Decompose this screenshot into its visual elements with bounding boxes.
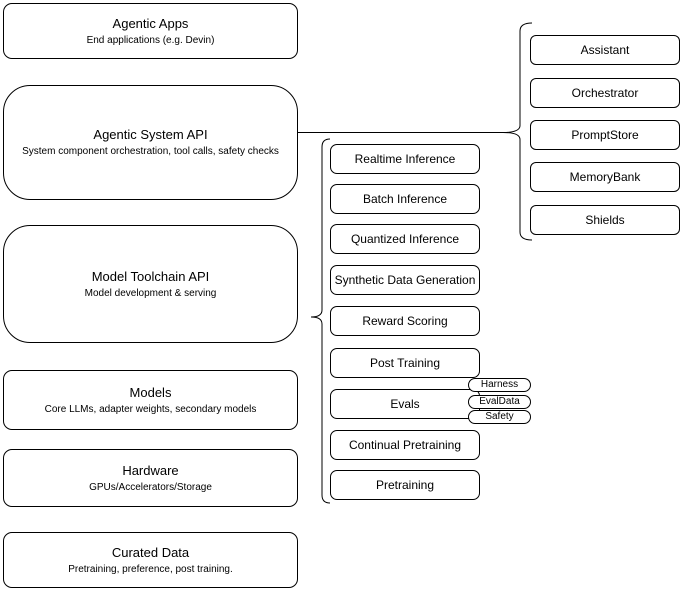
pill-evaldata: EvalData	[468, 395, 531, 409]
node-reward-scoring: Reward Scoring	[330, 306, 480, 336]
node-label: MemoryBank	[569, 170, 641, 184]
node-title: Model Toolchain API	[91, 268, 210, 284]
node-promptstore: PromptStore	[530, 120, 680, 150]
node-subtitle: Model development & serving	[84, 287, 217, 299]
node-subtitle: Core LLMs, adapter weights, secondary mo…	[44, 403, 257, 415]
node-quantized-inference: Quantized Inference	[330, 224, 480, 254]
node-title: Curated Data	[111, 544, 190, 560]
node-label: Shields	[585, 213, 625, 227]
node-label: PromptStore	[571, 128, 639, 142]
node-label: Quantized Inference	[350, 232, 460, 246]
node-shields: Shields	[530, 205, 680, 235]
node-label: Realtime Inference	[354, 152, 456, 166]
node-subtitle: System component orchestration, tool cal…	[22, 146, 279, 157]
pill-label: EvalData	[479, 396, 520, 407]
node-subtitle: Pretraining, preference, post training.	[68, 563, 233, 575]
node-continual-pretraining: Continual Pretraining	[330, 430, 480, 460]
node-hardware: Hardware GPUs/Accelerators/Storage	[3, 449, 298, 507]
node-label: Synthetic Data Generation	[334, 273, 476, 287]
node-title: Agentic System API	[93, 127, 208, 142]
pill-label: Safety	[485, 411, 514, 422]
node-model-toolchain-api: Model Toolchain API Model development & …	[3, 225, 298, 343]
node-curated-data: Curated Data Pretraining, preference, po…	[3, 532, 298, 588]
pill-harness: Harness	[468, 378, 531, 392]
node-agentic-apps: Agentic Apps End applications (e.g. Devi…	[3, 3, 298, 59]
node-realtime-inference: Realtime Inference	[330, 144, 480, 174]
node-title: Models	[129, 384, 172, 400]
node-subtitle: GPUs/Accelerators/Storage	[89, 481, 212, 493]
pill-safety: Safety	[468, 410, 531, 424]
node-orchestrator: Orchestrator	[530, 78, 680, 108]
node-label: Assistant	[580, 43, 630, 57]
node-post-training: Post Training	[330, 348, 480, 378]
node-label: Continual Pretraining	[348, 438, 462, 452]
node-pretraining: Pretraining	[330, 470, 480, 500]
node-memorybank: MemoryBank	[530, 162, 680, 192]
node-evals: Evals	[330, 389, 480, 419]
node-title: Hardware	[122, 462, 179, 478]
node-label: Batch Inference	[362, 192, 448, 206]
pill-label: Harness	[480, 379, 519, 390]
node-title: Agentic Apps	[112, 15, 189, 31]
node-label: Reward Scoring	[362, 314, 448, 328]
brace-toolchain-services	[310, 138, 331, 504]
brace-system-components	[502, 22, 533, 241]
node-models: Models Core LLMs, adapter weights, secon…	[3, 370, 298, 430]
node-label: Pretraining	[375, 478, 435, 492]
node-label: Orchestrator	[571, 86, 639, 100]
node-agentic-system-api: Agentic System API System component orch…	[3, 85, 298, 200]
node-label: Evals	[390, 397, 420, 411]
node-label: Post Training	[369, 356, 441, 370]
node-assistant: Assistant	[530, 35, 680, 65]
node-batch-inference: Batch Inference	[330, 184, 480, 214]
node-synthetic-data-generation: Synthetic Data Generation	[330, 265, 480, 295]
node-subtitle: End applications (e.g. Devin)	[86, 34, 215, 46]
